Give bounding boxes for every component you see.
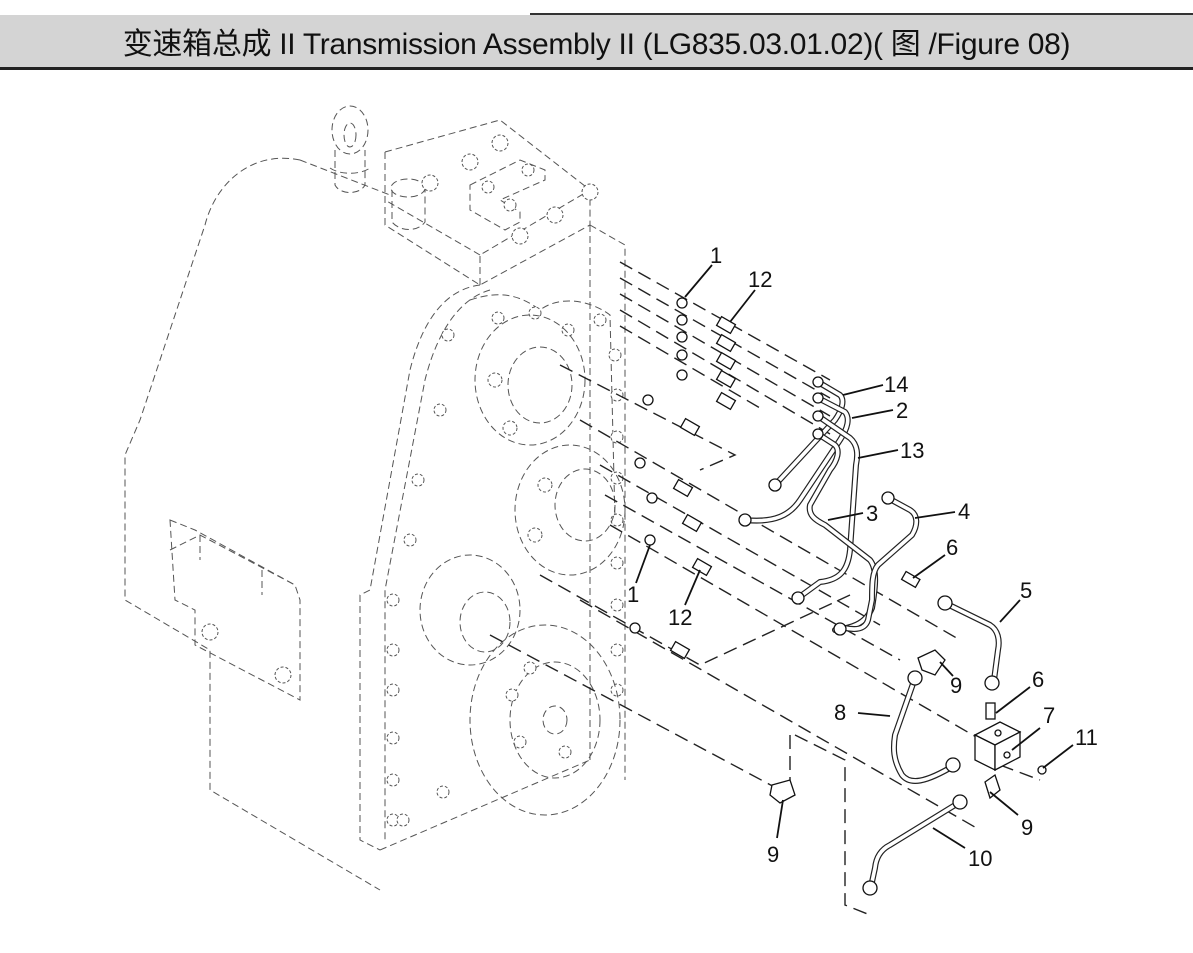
housing-bolts [201, 134, 624, 827]
callout-9-elbow-right: 9 [1021, 815, 1033, 840]
callout-13: 13 [900, 438, 924, 463]
pipe-nuts [738, 376, 1000, 896]
output-flanges [419, 314, 626, 816]
callout-3: 3 [866, 501, 878, 526]
transmission-housing [124, 105, 626, 891]
callout-6-lower: 6 [1032, 667, 1044, 692]
callout-1-top: 1 [710, 243, 722, 268]
callout-12-top: 12 [748, 267, 772, 292]
sealing-washers [629, 297, 688, 634]
figure-title: 变速箱总成 II Transmission Assembly II (LG835… [122, 28, 1071, 61]
callouts: 1 12 14 2 13 3 4 6 5 1 12 9 6 7 8 11 9 1… [627, 243, 1098, 871]
callout-1-lower: 1 [627, 582, 639, 607]
callout-11: 11 [1075, 725, 1098, 750]
callout-4: 4 [958, 499, 970, 524]
callout-9-elbow-upper: 9 [950, 673, 962, 698]
callout-14: 14 [884, 372, 908, 397]
fittings [769, 570, 1047, 804]
callout-10: 10 [968, 846, 992, 871]
callout-9-elbow-left: 9 [767, 842, 779, 867]
callout-6-upper: 6 [946, 535, 958, 560]
union-fittings [669, 315, 737, 660]
callout-8: 8 [834, 700, 846, 725]
explosion-lines [489, 261, 1041, 916]
callout-7: 7 [1043, 703, 1055, 728]
header-top-rule [530, 13, 1193, 15]
leader-lines [635, 264, 1074, 849]
oil-pipes [742, 379, 1002, 885]
callout-5: 5 [1020, 578, 1032, 603]
figure-header: 变速箱总成 II Transmission Assembly II (LG835… [0, 15, 1193, 70]
callout-12-lower: 12 [668, 605, 692, 630]
callout-2: 2 [896, 398, 908, 423]
